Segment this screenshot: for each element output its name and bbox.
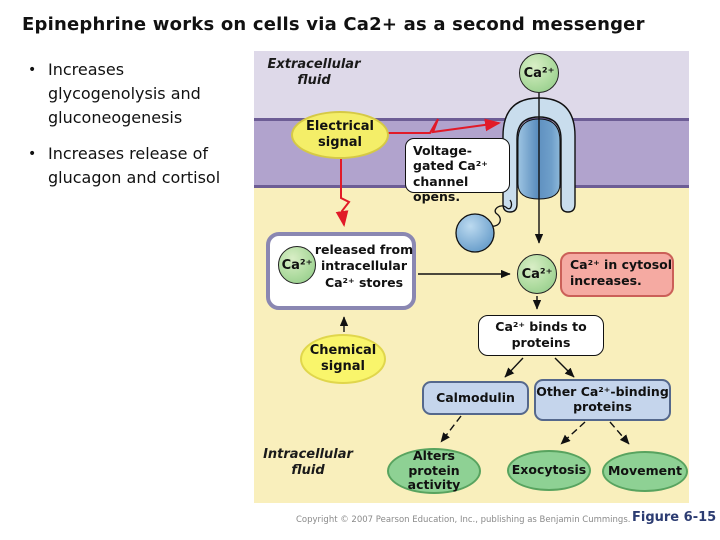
voltage-gated-note: Voltage-gated Ca²⁺ channel opens. — [405, 138, 510, 204]
calcium-stores-box: Ca²⁺ released from intracellular Ca²⁺ st… — [266, 232, 416, 310]
flow-arrow-calmodulin-out — [440, 415, 462, 443]
extracellular-fluid-label: Extracellular fluid — [267, 57, 361, 89]
bullet-text: Increases glycogenolysis and gluconeogen… — [48, 60, 201, 127]
electrical-signal-node: Electrical signal — [291, 111, 389, 159]
calcium-stores-text: released from intracellular Ca²⁺ stores — [314, 242, 414, 290]
binds-proteins-box: Ca²⁺ binds to proteins — [478, 315, 604, 356]
list-item: • Increases release of glucagon and cort… — [28, 142, 243, 190]
figure-diagram: Extracellular fluid Intracellular fluid … — [254, 51, 689, 503]
bullet-text: Increases release of glucagon and cortis… — [48, 144, 221, 187]
tether-squiggle — [488, 199, 513, 227]
flow-arrow-other-to-exocytosis — [560, 421, 586, 445]
outcome-exocytosis: Exocytosis — [507, 450, 591, 491]
intracellular-fluid-label: Intracellular fluid — [263, 447, 353, 479]
cytosol-increase-note: Ca²⁺ in cytosol increases. — [560, 252, 674, 297]
bullet-list: • Increases glycogenolysis and gluconeog… — [28, 58, 243, 202]
other-binding-proteins-box: Other Ca²⁺-binding proteins — [534, 379, 671, 421]
calcium-ion-stores: Ca²⁺ — [278, 246, 316, 284]
chemical-signal-node: Chemical signal — [300, 334, 386, 384]
copyright-text: Copyright © 2007 Pearson Education, Inc.… — [296, 515, 631, 525]
flow-arrow-binds-right — [554, 357, 575, 378]
extracellular-region — [254, 51, 689, 118]
outcome-alters-protein-activity: Alters protein activity — [387, 448, 481, 494]
list-item: • Increases glycogenolysis and gluconeog… — [28, 58, 243, 130]
ligand-sphere-icon — [455, 213, 495, 253]
slide-title: Epinephrine works on cells via Ca2+ as a… — [22, 14, 645, 35]
outcome-movement: Movement — [602, 451, 688, 492]
calcium-ion-cytosol: Ca²⁺ — [517, 254, 557, 294]
flow-arrow-binds-left — [504, 357, 524, 378]
calmodulin-box: Calmodulin — [422, 381, 529, 415]
bullet-icon: • — [28, 62, 37, 78]
bullet-icon: • — [28, 146, 37, 162]
figure-number-label: Figure 6-15 — [632, 510, 717, 525]
flow-arrow-other-to-movement — [609, 421, 630, 445]
calcium-ion-extracellular: Ca²⁺ — [519, 53, 559, 93]
